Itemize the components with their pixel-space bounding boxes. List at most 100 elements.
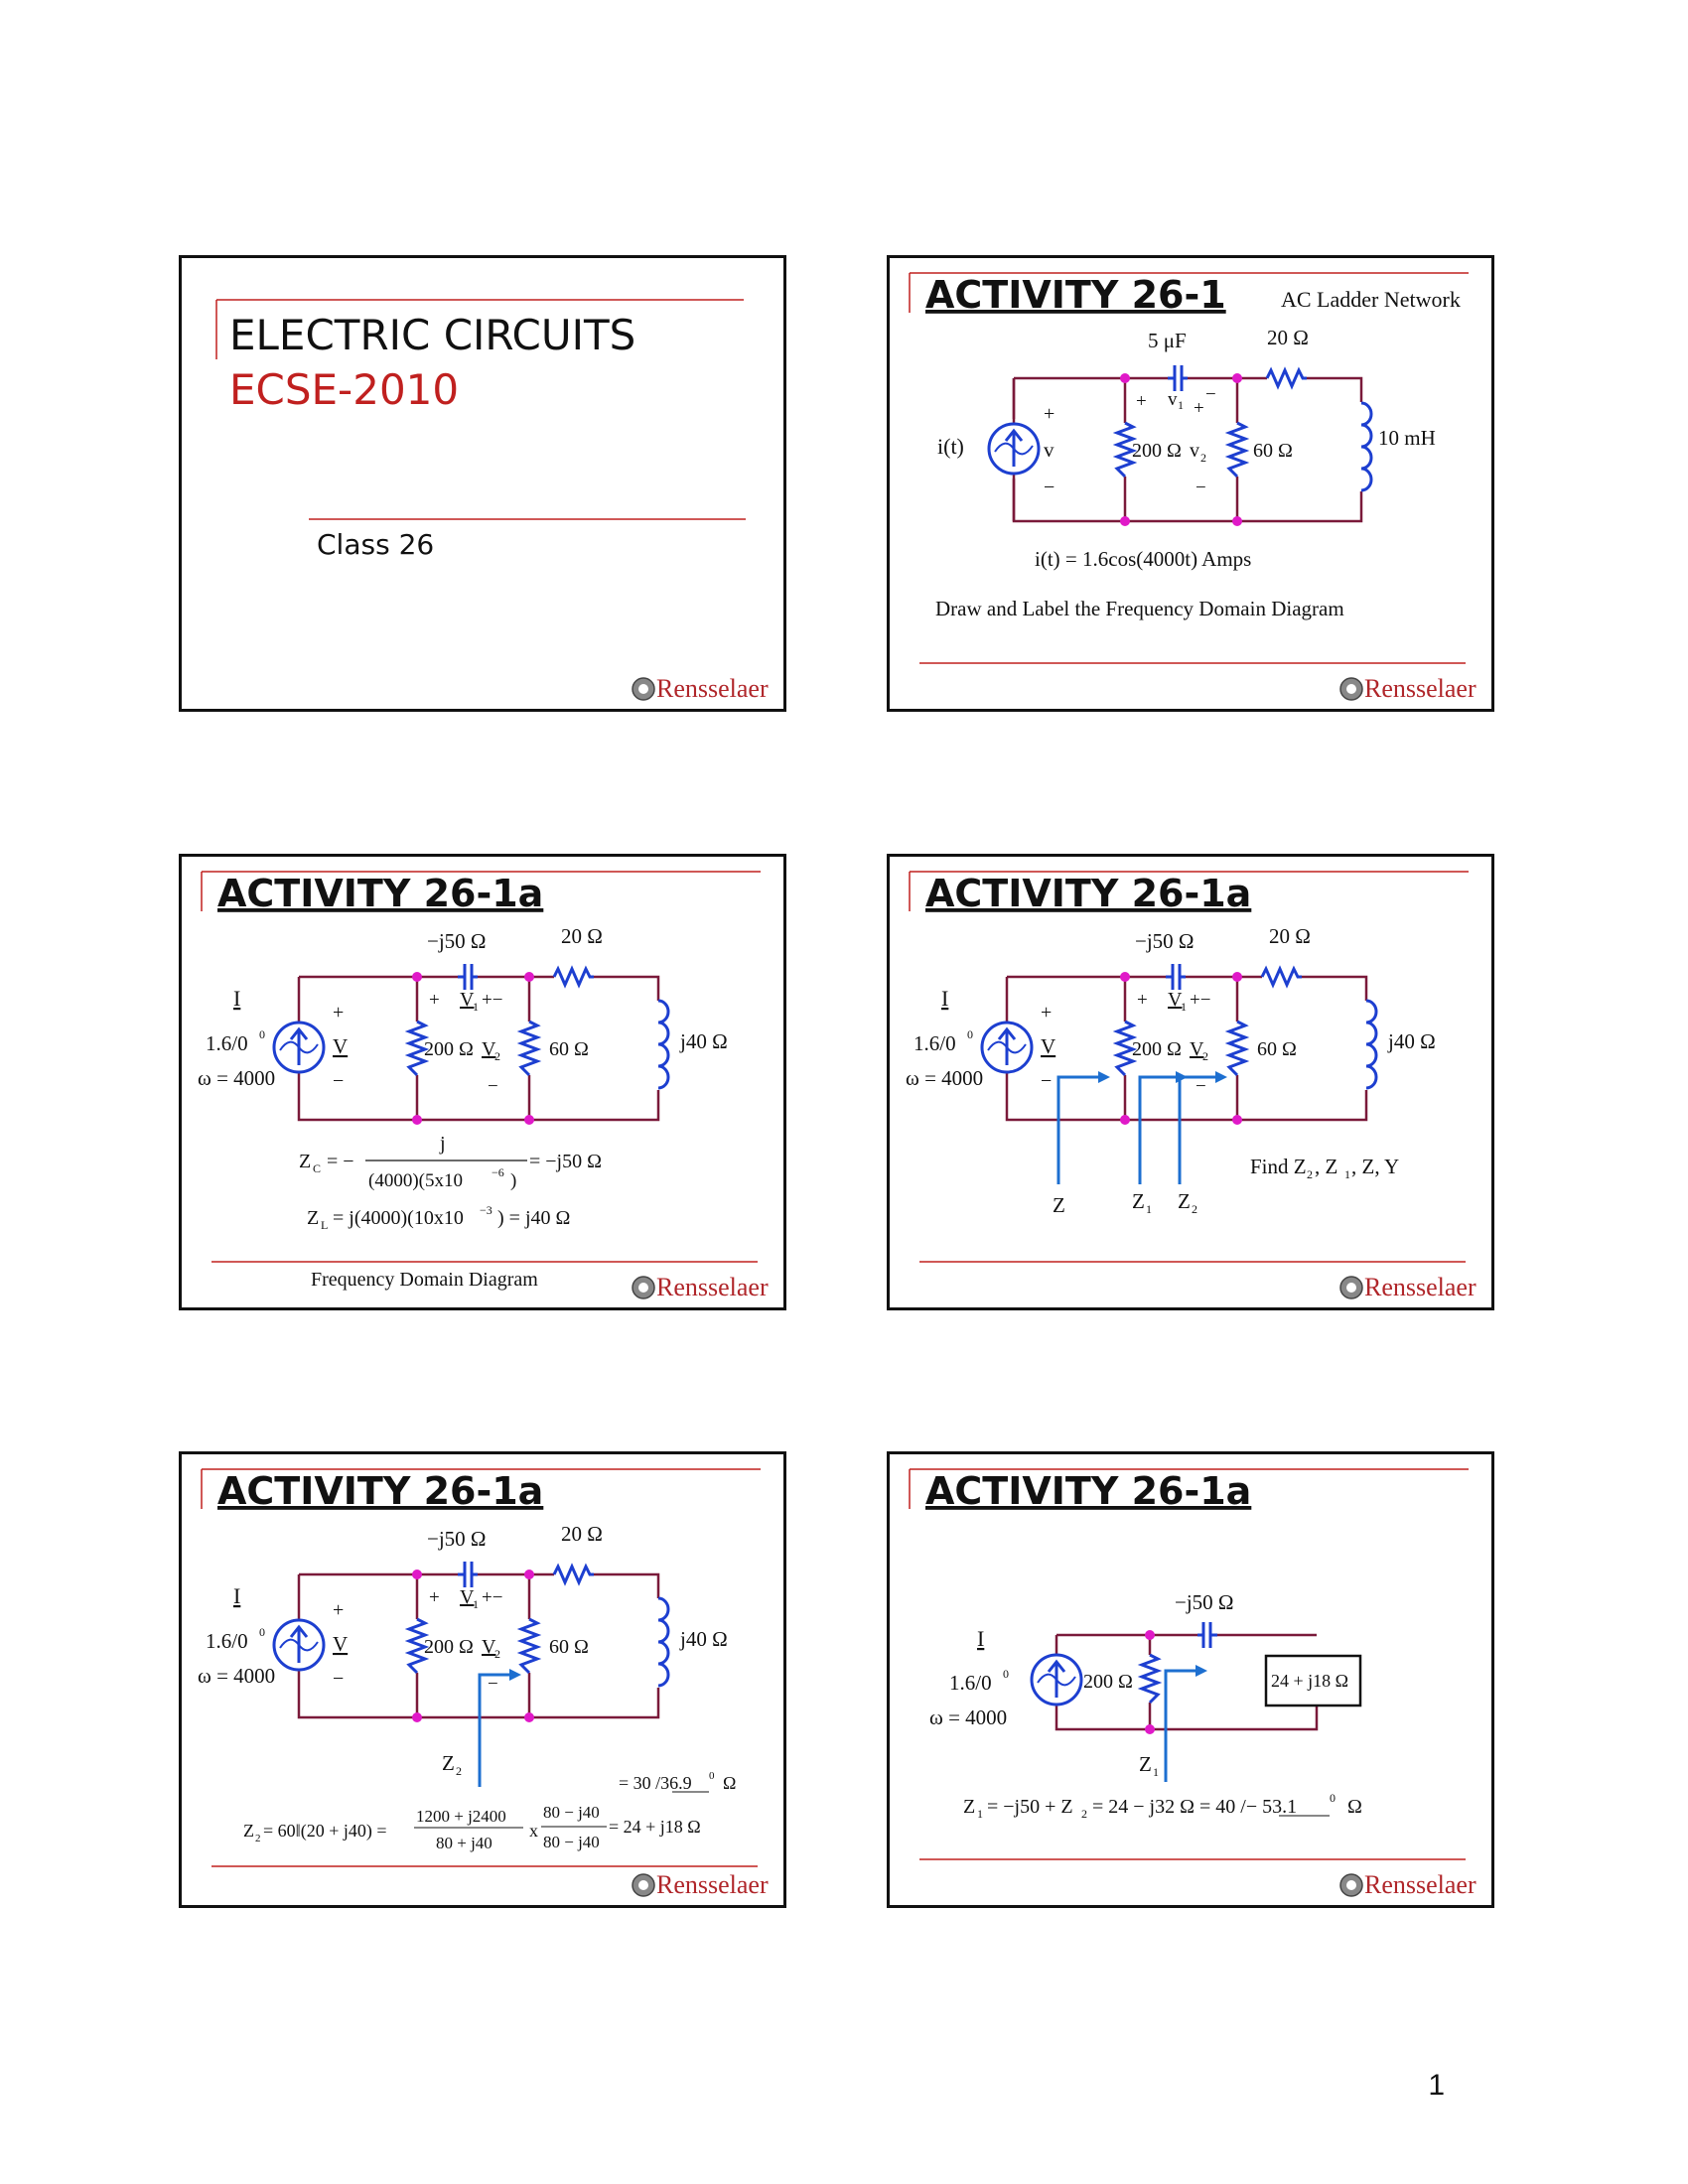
capacitor-icon — [458, 1562, 478, 1587]
z-label: Z — [1053, 1193, 1065, 1217]
v2-label: V — [482, 1038, 496, 1060]
svg-text:0: 0 — [259, 1625, 265, 1639]
v-label: V — [1041, 1034, 1055, 1058]
v1-plus: + — [1136, 391, 1147, 412]
current-source-icon — [987, 422, 1041, 476]
svg-text:2: 2 — [456, 1764, 462, 1778]
z1-equation: Z 1 = −j50 + Z 2 = 24 − j32 Ω = 40 /− 53… — [963, 1791, 1362, 1821]
source-I: I — [233, 1583, 240, 1608]
circuit-wires — [297, 975, 660, 1122]
svg-text:1: 1 — [473, 1597, 479, 1611]
z2-box-label: 24 + j18 Ω — [1271, 1671, 1348, 1691]
circuit-wires — [1005, 975, 1368, 1122]
slide-4-canvas: ACTIVITY 26-1a — [906, 871, 1477, 1301]
cap-label: −j50 Ω — [1175, 1590, 1234, 1614]
inductor-icon — [1360, 401, 1373, 492]
svg-text:2: 2 — [1202, 1049, 1208, 1063]
svg-text:2: 2 — [1192, 1202, 1197, 1216]
slide-5-canvas: ACTIVITY 26-1a −j50 Ω 20 Ω — [198, 1468, 769, 1899]
brand-name: Rensselaer — [1364, 1273, 1477, 1301]
slide-6-z1-calculation: ACTIVITY 26-1a −j50 Ω I 1.6/0 0 ω = 4000 — [887, 1451, 1494, 1908]
r200-label: 200 Ω — [1083, 1671, 1133, 1693]
v-minus: − — [333, 1070, 344, 1092]
source-sup: 0 — [259, 1027, 265, 1041]
course-code: ECSE-2010 — [229, 365, 459, 414]
svg-text:+−: +− — [482, 1587, 502, 1608]
r200-label: 200 Ω — [424, 1038, 474, 1060]
circuit-nodes — [1120, 373, 1242, 526]
v2-sub: 2 — [494, 1049, 500, 1063]
cap-label: 5 μF — [1148, 329, 1187, 352]
svg-text:2: 2 — [1081, 1807, 1087, 1821]
slide-title: ACTIVITY 26-1a — [217, 1469, 543, 1513]
svg-text:= −j50 + Z: = −j50 + Z — [987, 1796, 1073, 1818]
svg-text:2: 2 — [494, 1647, 500, 1661]
z2-label: Z — [1178, 1189, 1191, 1213]
arrow-z1-icon — [1164, 1669, 1197, 1782]
inductor-label: j40 Ω — [1387, 1029, 1436, 1053]
svg-text:1200 + j2400: 1200 + j2400 — [416, 1807, 506, 1826]
resistor-60-icon — [1224, 1020, 1250, 1077]
r200-label: 200 Ω — [424, 1636, 474, 1658]
brand-name: Rensselaer — [1364, 674, 1477, 703]
source-magnitude: 1.6/0 — [206, 1629, 248, 1653]
brand-name: Rensselaer — [656, 1273, 769, 1301]
rensselaer-logo: Rensselaer — [1339, 674, 1477, 703]
r60-label: 60 Ω — [1257, 1038, 1297, 1060]
svg-text:x: x — [529, 1821, 538, 1841]
resistor-20-icon — [1265, 366, 1307, 390]
omega-value: ω = 4000 — [198, 1066, 275, 1090]
source-label: i(t) — [937, 434, 964, 459]
r200-label: 200 Ω — [1132, 440, 1182, 462]
v1-label: V — [460, 989, 475, 1011]
svg-text:2: 2 — [255, 1833, 261, 1844]
inductor-icon — [657, 1596, 670, 1688]
svg-text:−3: −3 — [480, 1203, 492, 1217]
v1-minus: − — [1205, 384, 1216, 405]
v-label: V — [333, 1034, 348, 1058]
svg-text:+−: +− — [1190, 990, 1210, 1011]
network-label: AC Ladder Network — [1281, 287, 1461, 312]
svg-text:80 − j40: 80 − j40 — [543, 1833, 600, 1851]
brand-name: Rensselaer — [656, 1870, 769, 1899]
slide-4-find-impedances: ACTIVITY 26-1a — [887, 854, 1494, 1310]
svg-text:+: + — [1137, 990, 1148, 1011]
slide-title: ACTIVITY 26-1a — [925, 1469, 1251, 1513]
svg-text:−: − — [1196, 1076, 1206, 1097]
svg-text:Z: Z — [307, 1207, 319, 1229]
svg-text:Z: Z — [243, 1821, 254, 1841]
circuit-nodes — [1145, 1630, 1155, 1734]
svg-text:) = j40 Ω: ) = j40 Ω — [497, 1207, 570, 1229]
slide-title: ACTIVITY 26-1a — [217, 872, 543, 915]
zc-equation: Z C = − j (4000)(5x10 −6 ) = −j50 Ω — [299, 1133, 602, 1191]
resistor-200-icon — [404, 1617, 430, 1675]
v1-sub: 1 — [473, 1000, 479, 1014]
source-I: I — [977, 1626, 984, 1651]
v2-label: v — [1190, 440, 1199, 462]
omega-value: ω = 4000 — [906, 1066, 983, 1090]
capacitor-icon — [1168, 365, 1188, 391]
slide-3-frequency-domain: ACTIVITY 26-1a −j50 Ω 20 Ω I 1.6/ — [179, 854, 786, 1310]
capacitor-icon — [1166, 964, 1186, 990]
rensselaer-logo: Rensselaer — [1339, 1273, 1477, 1301]
svg-text:L: L — [321, 1218, 328, 1232]
svg-text:1: 1 — [1146, 1202, 1152, 1216]
v-label: v — [1044, 438, 1055, 462]
svg-text:= j(4000)(10x10: = j(4000)(10x10 — [333, 1207, 464, 1229]
slide-5-z2-calculation: ACTIVITY 26-1a −j50 Ω 20 Ω — [179, 1451, 786, 1908]
svg-text:80 + j40: 80 + j40 — [436, 1834, 492, 1852]
v-minus: − — [1044, 477, 1055, 498]
brand-name: Rensselaer — [1364, 1870, 1477, 1899]
z1-label: Z — [1132, 1189, 1145, 1213]
svg-text:(4000)(5x10: (4000)(5x10 — [368, 1170, 463, 1191]
res-20-label: 20 Ω — [561, 924, 603, 948]
v1-sub: 1 — [1178, 398, 1184, 412]
caption: Frequency Domain Diagram — [311, 1269, 538, 1291]
source-magnitude: 1.6/0 — [914, 1031, 956, 1055]
slide-6-canvas: ACTIVITY 26-1a −j50 Ω I 1.6/0 0 ω = 4000 — [909, 1468, 1477, 1899]
slide-1-canvas: ELECTRIC CIRCUITS ECSE-2010 Class 26 Ren… — [215, 299, 769, 703]
z2-polar-result: = 30 /36.9 0 Ω — [619, 1770, 736, 1793]
svg-text:= 24 − j32 Ω = 40 /− 53.1: = 24 − j32 Ω = 40 /− 53.1 — [1092, 1796, 1297, 1818]
res-20-label: 20 Ω — [1269, 924, 1311, 948]
slide-title: ACTIVITY 26-1 — [925, 273, 1226, 317]
